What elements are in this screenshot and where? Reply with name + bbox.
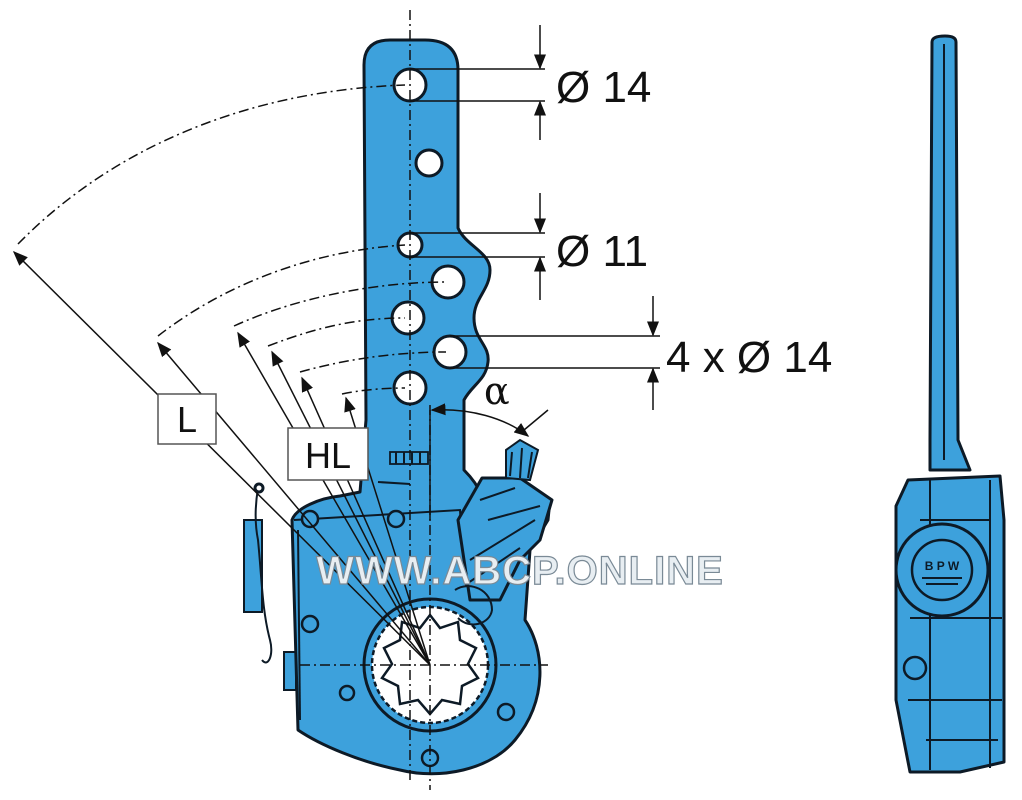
side-spring-clip bbox=[243, 482, 297, 691]
label-hl-text: HL bbox=[305, 435, 351, 476]
hole-upper bbox=[414, 148, 444, 178]
label-l-text: L bbox=[177, 399, 197, 440]
dim-mid-hole: Ø 11 bbox=[556, 227, 648, 276]
alpha-angle bbox=[429, 403, 549, 520]
adjusting-hex-stem bbox=[505, 438, 540, 482]
angle-alpha-label: α bbox=[484, 369, 510, 413]
bpw-logo-text: B P W bbox=[925, 559, 960, 573]
dim-hole-group: 4 x Ø 14 bbox=[666, 333, 832, 382]
radius-arcs bbox=[17, 84, 447, 395]
side-small-knob bbox=[902, 655, 928, 681]
arm-label-marks bbox=[377, 451, 429, 485]
front-view bbox=[243, 38, 554, 776]
hole-group-2 bbox=[390, 300, 426, 336]
label-l: L bbox=[157, 393, 217, 445]
side-view: B P W bbox=[894, 34, 1006, 774]
side-arm-rod bbox=[928, 34, 972, 472]
body-bolts bbox=[300, 509, 516, 768]
bpw-logo-knob: B P W bbox=[894, 522, 990, 618]
dimension-lines bbox=[410, 25, 660, 410]
dim-top-hole: Ø 14 bbox=[556, 63, 651, 112]
watermark: WWW.ABCP.ONLINE bbox=[316, 549, 724, 593]
label-hl: HL bbox=[287, 427, 369, 481]
